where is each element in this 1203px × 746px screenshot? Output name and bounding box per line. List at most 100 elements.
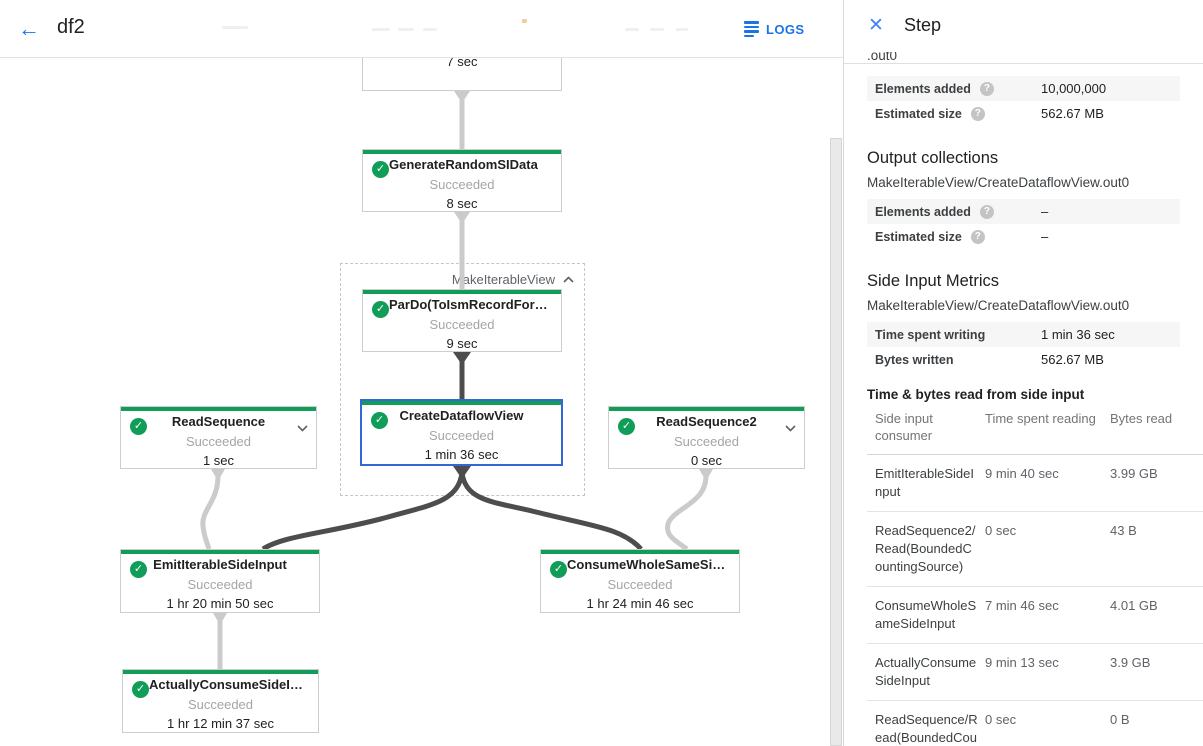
- metric-value: –: [1041, 204, 1049, 219]
- side-input-metrics-heading: Side Input Metrics: [867, 272, 1000, 290]
- help-icon[interactable]: ?: [970, 106, 985, 121]
- time-cell: 0 sec: [985, 700, 1110, 746]
- group-label: MakeIterableView: [451, 272, 555, 287]
- metric-row: Estimated size ? –: [867, 224, 1180, 249]
- table-row: ReadSequence/Read(BoundedCountingSource)…: [867, 700, 1203, 746]
- redacted-metadata: [222, 26, 248, 29]
- chevron-down-icon[interactable]: [297, 420, 308, 435]
- graph-node-read-sequence[interactable]: ✓ ReadSequence Succeeded 1 sec: [120, 406, 317, 469]
- redacted-metadata: [676, 28, 688, 31]
- step-panel-header: ✕ Step: [844, 0, 1203, 52]
- step-panel: ✕ Step .out0 Elements added ? 10,000,000: [843, 0, 1203, 746]
- metric-value: 562.67 MB: [1041, 352, 1104, 367]
- bytes-cell: 4.01 GB: [1110, 586, 1203, 644]
- graph-node-pardo-to-ism-record[interactable]: ✓ ParDo(ToIsmRecordFor… Succeeded 9 sec: [362, 289, 562, 352]
- check-circle-icon: ✓: [550, 561, 567, 578]
- node-status-bar: [121, 407, 316, 411]
- edge-arrowhead: [454, 212, 470, 224]
- output-collection-name[interactable]: MakeIterableView/CreateDataflowView.out0: [867, 175, 1130, 190]
- side-input-table: Side input consumer Time spent reading B…: [867, 402, 1203, 746]
- help-icon[interactable]: ?: [979, 204, 994, 219]
- metric-row: Bytes written 562.67 MB: [867, 347, 1180, 372]
- logs-button[interactable]: LOGS: [740, 17, 808, 41]
- redacted-metadata: [522, 19, 527, 23]
- node-status: Succeeded: [428, 428, 495, 443]
- bytes-cell: 0 B: [1110, 700, 1203, 746]
- edge-arrowhead: [454, 91, 470, 103]
- redacted-metadata: [423, 28, 437, 31]
- node-status: Succeeded: [187, 577, 253, 592]
- graph-node-consume-whole-same-side-input[interactable]: ✓ ConsumeWholeSameSi… Succeeded 1 hr 24 …: [540, 549, 740, 613]
- node-title: ActuallyConsumeSideI…: [149, 677, 303, 692]
- help-icon[interactable]: ?: [979, 81, 994, 96]
- metric-row: Elements added ? 10,000,000: [867, 76, 1180, 101]
- metric-row: Elements added ? –: [867, 199, 1180, 224]
- time-cell: 0 sec: [985, 511, 1110, 587]
- graph-node-actually-consume-side-input[interactable]: ✓ ActuallyConsumeSideI… Succeeded 1 hr 1…: [122, 669, 319, 733]
- check-circle-icon: ✓: [372, 301, 389, 318]
- panel-title: Step: [904, 15, 942, 35]
- node-status: Succeeded: [185, 434, 252, 449]
- toolbar: ← df2 LOGS: [0, 0, 843, 58]
- close-icon[interactable]: ✕: [868, 15, 884, 36]
- consumer-cell: ReadSequence/Read(BoundedCountingSource): [867, 700, 985, 746]
- check-circle-icon: ✓: [371, 412, 388, 429]
- logs-label: LOGS: [766, 21, 805, 37]
- node-time: 1 hr 20 min 50 sec: [166, 596, 274, 611]
- node-time: 1 hr 24 min 46 sec: [586, 596, 694, 611]
- node-title: ReadSequence: [171, 414, 266, 429]
- metric-label: Elements added: [875, 204, 971, 219]
- table-row: ReadSequence2/Read(BoundedCountingSource…: [867, 511, 1203, 587]
- metric-label: Time spent writing: [875, 327, 986, 342]
- edge-read1-to-emit: [200, 475, 221, 550]
- node-time: 1 hr 12 min 37 sec: [167, 716, 274, 731]
- column-header: Bytes read: [1110, 402, 1203, 455]
- redacted-metadata: [398, 28, 414, 31]
- metric-label: Bytes written: [875, 352, 954, 367]
- metric-label: Estimated size: [875, 106, 962, 121]
- graph-node-generate-random-si-data[interactable]: ✓ GenerateRandomSIData Succeeded 8 sec: [362, 149, 562, 212]
- back-arrow-icon[interactable]: ←: [18, 16, 40, 41]
- group-header[interactable]: MakeIterableView: [452, 272, 574, 287]
- help-icon[interactable]: ?: [970, 229, 985, 244]
- job-graph-canvas[interactable]: MakeIterableView: [0, 58, 829, 746]
- redacted-metadata: [372, 28, 390, 31]
- chevron-down-icon[interactable]: [785, 420, 796, 435]
- chevron-up-icon: [563, 276, 574, 283]
- consumer-cell: ActuallyConsumeSideInput: [867, 643, 985, 701]
- bytes-cell: 3.9 GB: [1110, 643, 1203, 701]
- node-title: ParDo(ToIsmRecordFor…: [389, 297, 548, 312]
- step-panel-body[interactable]: .out0 Elements added ? 10,000,000 Estima…: [844, 52, 1203, 746]
- metric-row: Estimated size ? 562.67 MB: [867, 101, 1180, 126]
- node-time: 1 min 36 sec: [424, 447, 499, 462]
- node-status: Succeeded: [673, 434, 740, 449]
- table-row: EmitIterableSideInput 9 min 40 sec 3.99 …: [867, 454, 1203, 512]
- node-title: ConsumeWholeSameSi…: [567, 557, 726, 572]
- metric-value: 1 min 36 sec: [1041, 327, 1115, 342]
- side-input-collection-name[interactable]: MakeIterableView/CreateDataflowView.out0: [867, 298, 1130, 313]
- graph-node-emit-iterable-side-input[interactable]: ✓ EmitIterableSideInput Succeeded 1 hr 2…: [120, 549, 320, 613]
- node-status: Succeeded: [607, 577, 673, 592]
- time-cell: 7 min 46 sec: [985, 586, 1110, 644]
- job-title: df2: [57, 16, 85, 38]
- graph-scrollbar[interactable]: [829, 58, 843, 746]
- scrollbar-thumb[interactable]: [830, 138, 842, 746]
- node-status: Succeeded: [429, 317, 495, 332]
- graph-node-top-partial[interactable]: Succeeded 7 sec: [362, 58, 562, 91]
- column-header: Time spent reading: [985, 402, 1110, 455]
- divider: [844, 63, 1203, 64]
- metric-value: 562.67 MB: [1041, 106, 1104, 121]
- node-status: Succeeded: [429, 177, 495, 192]
- graph-node-create-dataflow-view[interactable]: ✓ CreateDataflowView Succeeded 1 min 36 …: [360, 399, 563, 466]
- output-collection-metrics: Elements added ? – Estimated size ? –: [867, 199, 1180, 249]
- consumer-cell: EmitIterableSideInput: [867, 454, 985, 512]
- node-status-bar: [541, 550, 739, 554]
- node-time: 1 sec: [202, 453, 235, 468]
- node-status-bar: [362, 401, 561, 405]
- node-status-bar: [121, 550, 319, 554]
- graph-node-read-sequence2[interactable]: ✓ ReadSequence2 Succeeded 0 sec: [608, 406, 805, 469]
- metric-row: Time spent writing 1 min 36 sec: [867, 322, 1180, 347]
- table-row: ConsumeWholeSameSideInput 7 min 46 sec 4…: [867, 586, 1203, 644]
- time-cell: 9 min 13 sec: [985, 643, 1110, 701]
